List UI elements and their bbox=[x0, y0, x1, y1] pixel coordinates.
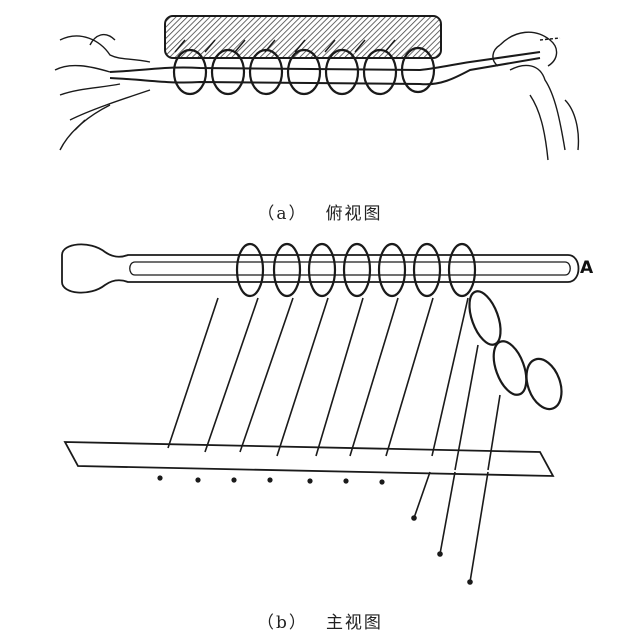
lead-wires-front bbox=[167, 297, 501, 471]
comb-board bbox=[164, 15, 442, 59]
mandrel-outline bbox=[61, 243, 580, 294]
caption-front-view: （b） 主视图 bbox=[0, 608, 640, 633]
left-hand-sketch bbox=[54, 33, 151, 151]
front-view bbox=[61, 242, 580, 583]
top-view bbox=[54, 15, 580, 161]
tail-wires bbox=[413, 471, 489, 583]
right-hand-sketch bbox=[492, 31, 580, 161]
caption-b-text: 主视图 bbox=[325, 613, 383, 633]
trailing-loops bbox=[468, 290, 563, 411]
mandrel-inner-slot bbox=[129, 261, 571, 276]
caption-a-key: （a） bbox=[257, 204, 308, 224]
terminal-board bbox=[63, 441, 555, 477]
lead-wires-top bbox=[174, 39, 396, 53]
marker-label-a: A bbox=[580, 258, 594, 278]
caption-a-text: 俯视图 bbox=[325, 204, 383, 224]
caption-b-key: （b） bbox=[257, 613, 308, 633]
coil-loops-front bbox=[235, 242, 477, 298]
mandrel-rod bbox=[109, 51, 541, 73]
terminal-dots bbox=[157, 475, 473, 585]
caption-top-view: （a） 俯视图 bbox=[0, 199, 640, 224]
